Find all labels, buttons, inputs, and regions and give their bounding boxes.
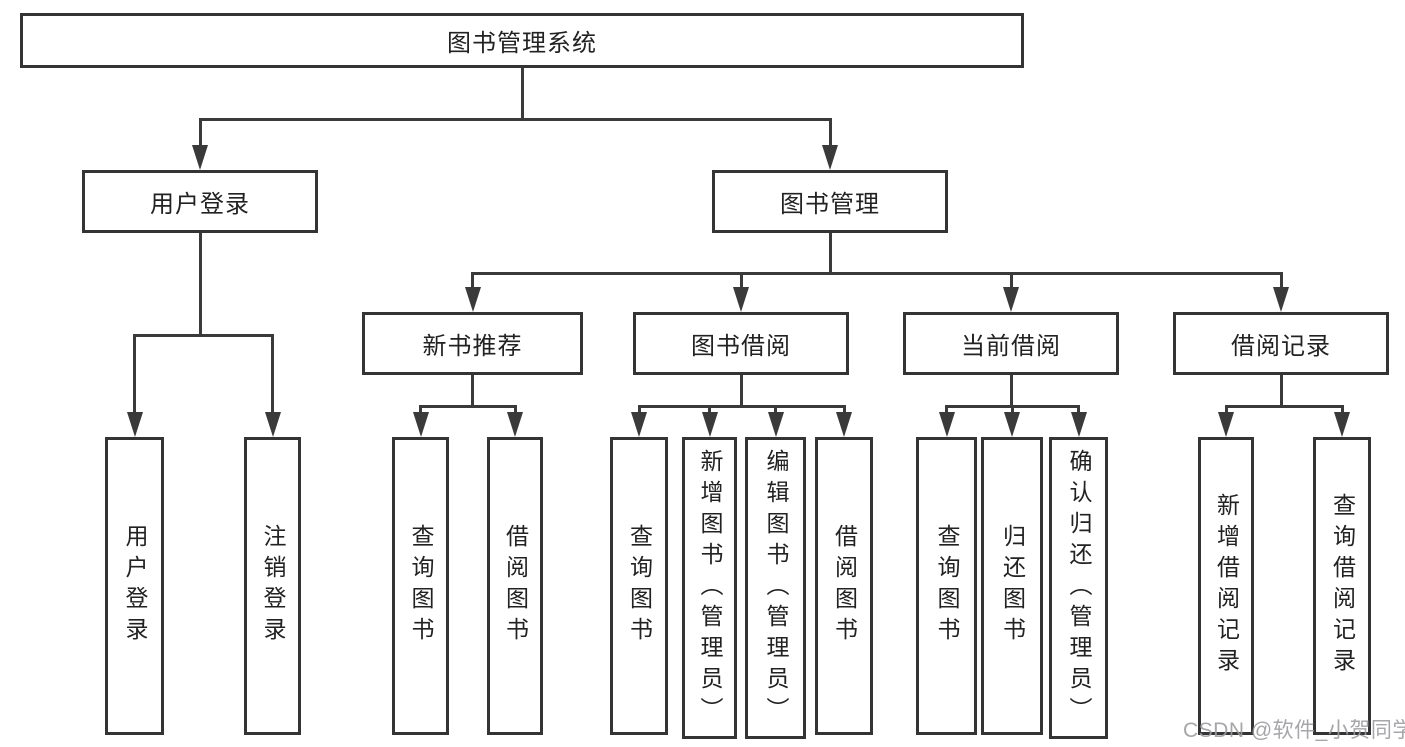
connector-line: [1279, 273, 1283, 295]
node-label-user-login: 用户登录: [150, 191, 250, 218]
node-user-login: 用户登录: [82, 170, 318, 233]
node-book-borrowing: 图书借阅: [633, 312, 849, 375]
node-label-leaf-return-books: 归还图书: [999, 524, 1026, 648]
node-label-leaf-borrow-books: 借阅图书: [831, 524, 858, 648]
node-borrowing-records: 借阅记录: [1173, 312, 1389, 375]
connector-line: [471, 271, 1283, 275]
arrowhead-icon: [938, 412, 955, 437]
connector-line: [471, 375, 474, 406]
connector-line: [520, 68, 524, 119]
connector-line: [198, 117, 832, 121]
connector-line: [198, 119, 202, 153]
node-leaf-logout: 注销登录: [244, 437, 301, 735]
node-current-borrowing: 当前借阅: [903, 312, 1119, 375]
node-library-system: 图书管理系统: [20, 13, 1024, 68]
node-leaf-search-borrow-record: 查询借阅记录: [1313, 437, 1371, 735]
connector-line: [637, 404, 846, 408]
node-leaf-return-books: 归还图书: [981, 437, 1043, 735]
node-new-book-recommend: 新书推荐: [362, 312, 583, 375]
node-leaf-borrow-books: 借阅图书: [815, 437, 873, 735]
csdn-watermark: CSDN @软件_小贺同学: [1183, 719, 1405, 742]
node-label-leaf-add-books-admin: 新增图书（管理员）: [697, 448, 723, 728]
node-leaf-search-books-recommend: 查询图书: [392, 437, 449, 735]
arrowhead-icon: [412, 412, 429, 437]
arrowhead-icon: [733, 287, 749, 312]
node-label-leaf-confirm-return-admin: 确认归还（管理员）: [1066, 448, 1092, 728]
node-leaf-borrow-books-recommend: 借阅图书: [487, 437, 543, 735]
connector-line: [1009, 375, 1013, 406]
node-label-leaf-search-borrow-record: 查询借阅记录: [1329, 493, 1356, 679]
node-leaf-confirm-return-admin: 确认归还（管理员）: [1049, 437, 1108, 739]
node-label-leaf-search-books-recommend: 查询图书: [408, 524, 434, 648]
node-label-current-borrowing: 当前借阅: [961, 333, 1061, 360]
node-label-new-book-recommend: 新书推荐: [422, 333, 523, 360]
node-book-management: 图书管理: [712, 170, 948, 233]
node-label-leaf-borrow-books-recommend: 借阅图书: [502, 524, 529, 648]
node-label-borrowing-records: 借阅记录: [1231, 333, 1331, 360]
node-leaf-edit-books-admin: 编辑图书（管理员）: [745, 437, 806, 739]
connector-line: [1279, 375, 1283, 406]
arrowhead-icon: [464, 287, 481, 312]
arrowhead-icon: [1003, 287, 1019, 312]
node-leaf-add-books-admin: 新增图书（管理员）: [682, 437, 737, 739]
arrowhead-icon: [631, 412, 647, 437]
arrowhead-icon: [1004, 412, 1020, 437]
connector-line: [471, 273, 474, 295]
node-label-library-system: 图书管理系统: [447, 30, 597, 57]
node-leaf-search-books-current: 查询图书: [916, 437, 977, 735]
arrowhead-icon: [767, 412, 784, 437]
arrowhead-icon: [264, 412, 281, 437]
node-label-leaf-add-borrow-record: 新增借阅记录: [1213, 493, 1240, 679]
connector-line: [739, 375, 743, 406]
arrowhead-icon: [822, 145, 838, 170]
node-label-leaf-edit-books-admin: 编辑图书（管理员）: [763, 448, 789, 728]
connector-line: [419, 404, 517, 408]
node-leaf-add-borrow-record: 新增借阅记录: [1198, 437, 1254, 735]
node-label-leaf-search-books-current: 查询图书: [934, 524, 960, 648]
connector-line: [198, 233, 202, 335]
node-leaf-search-books-borrowing: 查询图书: [610, 437, 668, 735]
node-leaf-user-login: 用户登录: [105, 437, 164, 735]
connector-line: [271, 335, 274, 420]
connector-line: [739, 273, 743, 295]
connector-line: [133, 335, 136, 420]
connector-line: [828, 233, 832, 273]
node-label-leaf-user-login: 用户登录: [122, 524, 148, 648]
arrowhead-icon: [1218, 412, 1234, 437]
node-label-book-management: 图书管理: [780, 191, 880, 218]
arrowhead-icon: [507, 412, 523, 437]
arrowhead-icon: [126, 412, 143, 437]
arrowhead-icon: [701, 412, 718, 437]
node-label-leaf-search-books-borrowing: 查询图书: [626, 524, 653, 648]
arrowhead-icon: [836, 412, 852, 437]
arrowhead-icon: [1273, 287, 1289, 312]
arrowhead-icon: [1070, 412, 1087, 437]
connector-line: [133, 333, 274, 337]
arrowhead-icon: [1334, 412, 1350, 437]
connector-line: [1009, 273, 1013, 295]
connector-line: [1224, 404, 1344, 408]
connector-line: [828, 119, 832, 153]
arrowhead-icon: [192, 145, 208, 170]
node-label-book-borrowing: 图书借阅: [691, 333, 791, 360]
node-label-leaf-logout: 注销登录: [260, 524, 286, 648]
